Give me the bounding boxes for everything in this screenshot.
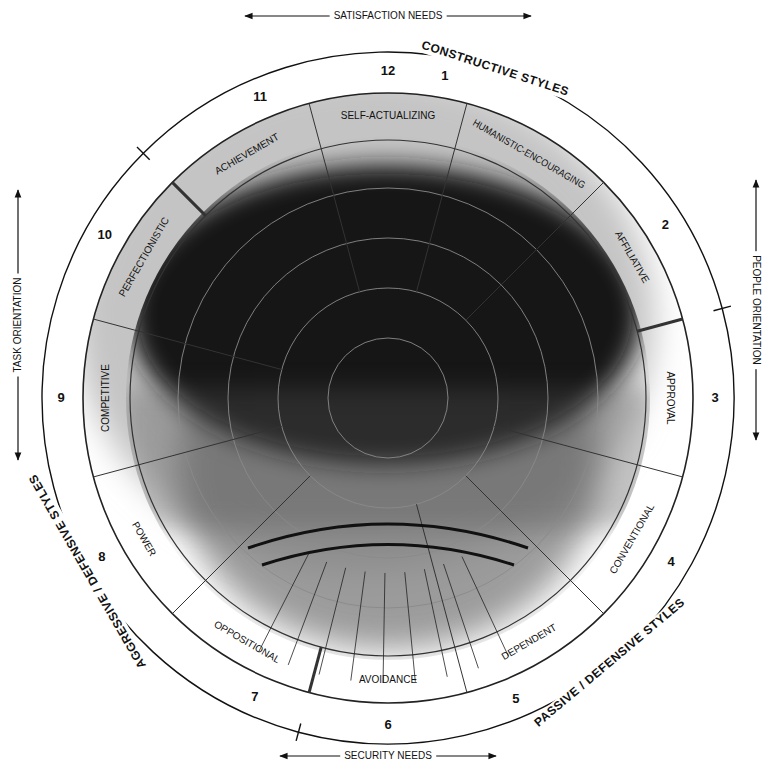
segment-divider — [172, 182, 205, 215]
style-group-arc — [143, 52, 722, 308]
segment-divider — [466, 476, 604, 614]
segment-divider — [309, 103, 359, 291]
arc-tick — [714, 306, 731, 311]
fan-line — [383, 573, 385, 683]
callout-number: 10 — [98, 227, 112, 242]
ring-outer-border — [83, 93, 693, 703]
style-group-arc — [298, 308, 734, 744]
callout-number: 9 — [57, 391, 64, 406]
fan-line — [405, 572, 416, 681]
style-group-arc — [42, 153, 298, 732]
axis-label: TASK ORIENTATION — [12, 273, 24, 376]
segment-divider — [494, 426, 682, 476]
callout-number: 8 — [98, 549, 105, 564]
fan-line — [424, 569, 447, 677]
segment-divider — [93, 319, 281, 369]
callout-number: 1 — [441, 68, 448, 83]
fan-line — [462, 557, 508, 657]
callout-number: 4 — [668, 554, 675, 569]
callout-number: 12 — [381, 64, 395, 79]
style-segment-label: SELF-ACTUALIZING — [341, 110, 435, 122]
callout-number: 5 — [512, 692, 519, 707]
callout-number: 2 — [662, 217, 669, 232]
axis-label: SATISFACTION NEEDS — [330, 10, 447, 22]
segment-divider — [172, 476, 310, 614]
ring-ground — [83, 93, 693, 703]
segment-divider — [416, 504, 466, 692]
arc-tick — [296, 724, 301, 741]
fan-line — [288, 562, 327, 665]
style-segment-label: AVOIDANCE — [359, 674, 417, 686]
profile-fan-lines — [259, 554, 509, 683]
callout-number: 11 — [253, 90, 267, 105]
style-segment-label: COMPETITIVE — [100, 364, 112, 432]
style-group-label: CONSTRUCTIVE STYLES — [416, 37, 575, 100]
fan-line — [351, 572, 365, 681]
axis-label: SECURITY NEEDS — [340, 750, 436, 762]
segment-dividers — [93, 103, 682, 692]
style-segment-label: APPROVAL — [664, 371, 676, 424]
axis-label: PEOPLE ORIENTATION — [750, 251, 762, 369]
fan-line — [259, 554, 309, 652]
callout-number: 7 — [251, 689, 258, 704]
profile-arc — [262, 545, 514, 566]
ring-inner-border — [130, 140, 646, 656]
segment-divider — [637, 319, 682, 331]
segment-divider — [309, 647, 321, 692]
segment-divider — [466, 182, 604, 320]
style-group-arcs — [42, 52, 734, 744]
callout-number: 3 — [711, 391, 718, 406]
callout-number: 6 — [384, 718, 391, 733]
fan-line — [444, 564, 479, 668]
fan-line — [319, 568, 346, 675]
segment-divider — [93, 426, 281, 476]
segment-divider — [416, 103, 466, 291]
